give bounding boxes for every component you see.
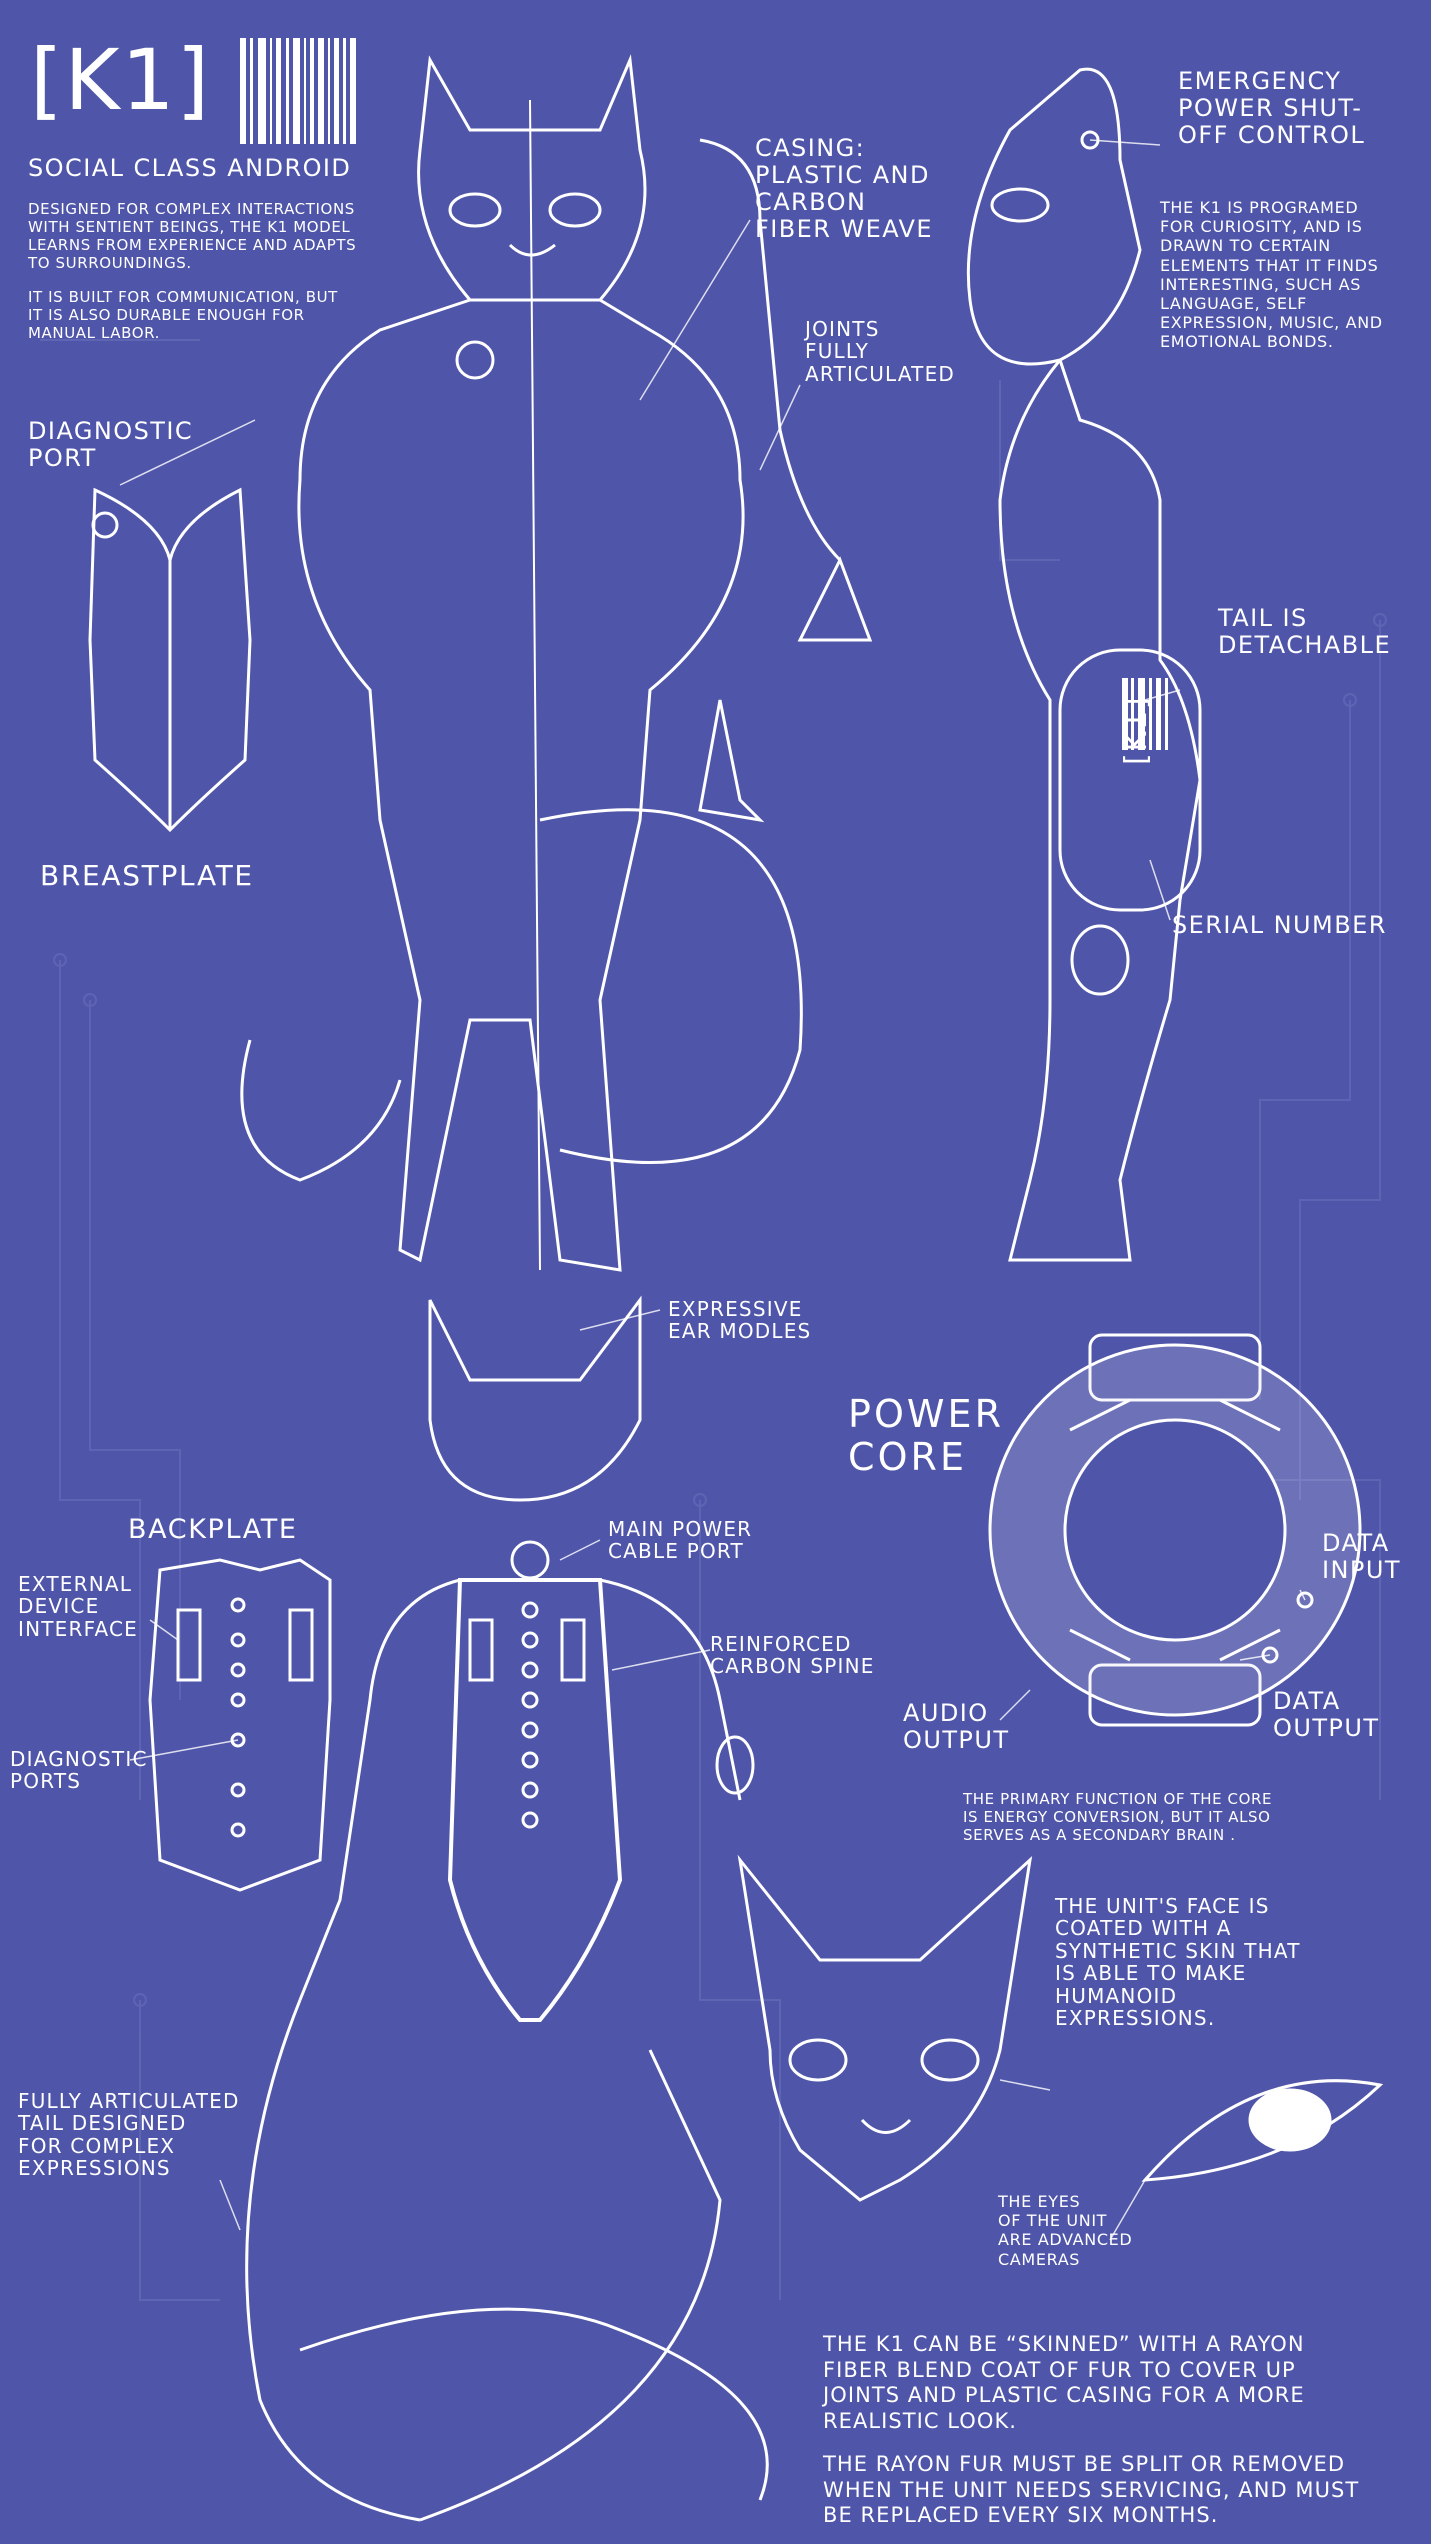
side-figure-drawing (966, 67, 1202, 1262)
diagnostic-port-label: Diagnostic port (28, 417, 194, 472)
expressive-ears-label: Expressive ear modles (668, 1297, 812, 1344)
front-figure-drawing (240, 54, 873, 1272)
main-power-label: Main power Cable Port (608, 1517, 753, 1564)
eye-drawing (1141, 2079, 1384, 2182)
barcode-graphic (240, 38, 356, 144)
power-core-label: Power core (848, 1392, 1005, 1479)
eyes-description: The eyes of the unit are advanced camera… (998, 2192, 1133, 2269)
intro-paragraph-2: It is built for communication, but it is… (28, 288, 338, 342)
core-description: The primary function of the core is ener… (963, 1790, 1273, 1844)
spine-ports (521, 1601, 539, 1829)
breastplate-drawing (88, 487, 252, 833)
face-drawing (737, 1854, 1033, 2202)
reinforced-spine-label: Reinforced carbon spine (710, 1632, 875, 1679)
emergency-label: Emergency Power shut- off control (1178, 67, 1366, 149)
external-device-label: External device interface (18, 1572, 139, 1641)
skinning-paragraph-2: The rayon fur must be split or removed w… (823, 2452, 1360, 2528)
subtitle: Social Class Android (28, 154, 352, 182)
curiosity-text: The K1 is programed for curiosity, and i… (1160, 198, 1383, 352)
intro-paragraph-1: Designed for complex interactions with s… (28, 200, 357, 272)
tail-detachable-label: Tail is detachable (1218, 604, 1392, 659)
k1-logo: [K1] (30, 31, 211, 129)
diagnostic-ports-label: Diagnostic ports (10, 1747, 148, 1794)
backplate-label: Backplate (128, 1514, 298, 1545)
back-figure-drawing (245, 1295, 769, 2522)
casing-label: Casing: Plastic and carbon fiber weave (755, 134, 934, 243)
leader-lines (119, 139, 1306, 2241)
power-core-drawing (988, 1333, 1362, 1727)
data-output-label: Data Output (1273, 1687, 1380, 1742)
skinning-paragraph-1: The K1 can be “skinned” with a rayon fib… (823, 2332, 1305, 2433)
serial-number-label: Serial number (1172, 911, 1387, 939)
serial-mark: [K1] (1119, 695, 1154, 765)
tail-articulated-label: Fully articulated tail designed for comp… (18, 2089, 240, 2181)
breastplate-label: Breastplate (40, 859, 254, 892)
backplate-drawing (148, 1558, 332, 1892)
audio-output-label: Audio output (903, 1699, 1010, 1754)
face-description: The Unit's face is coated with a synthet… (1055, 1894, 1301, 2030)
joints-label: Joints fully articulated (805, 317, 956, 386)
data-input-label: Data input (1322, 1529, 1401, 1584)
